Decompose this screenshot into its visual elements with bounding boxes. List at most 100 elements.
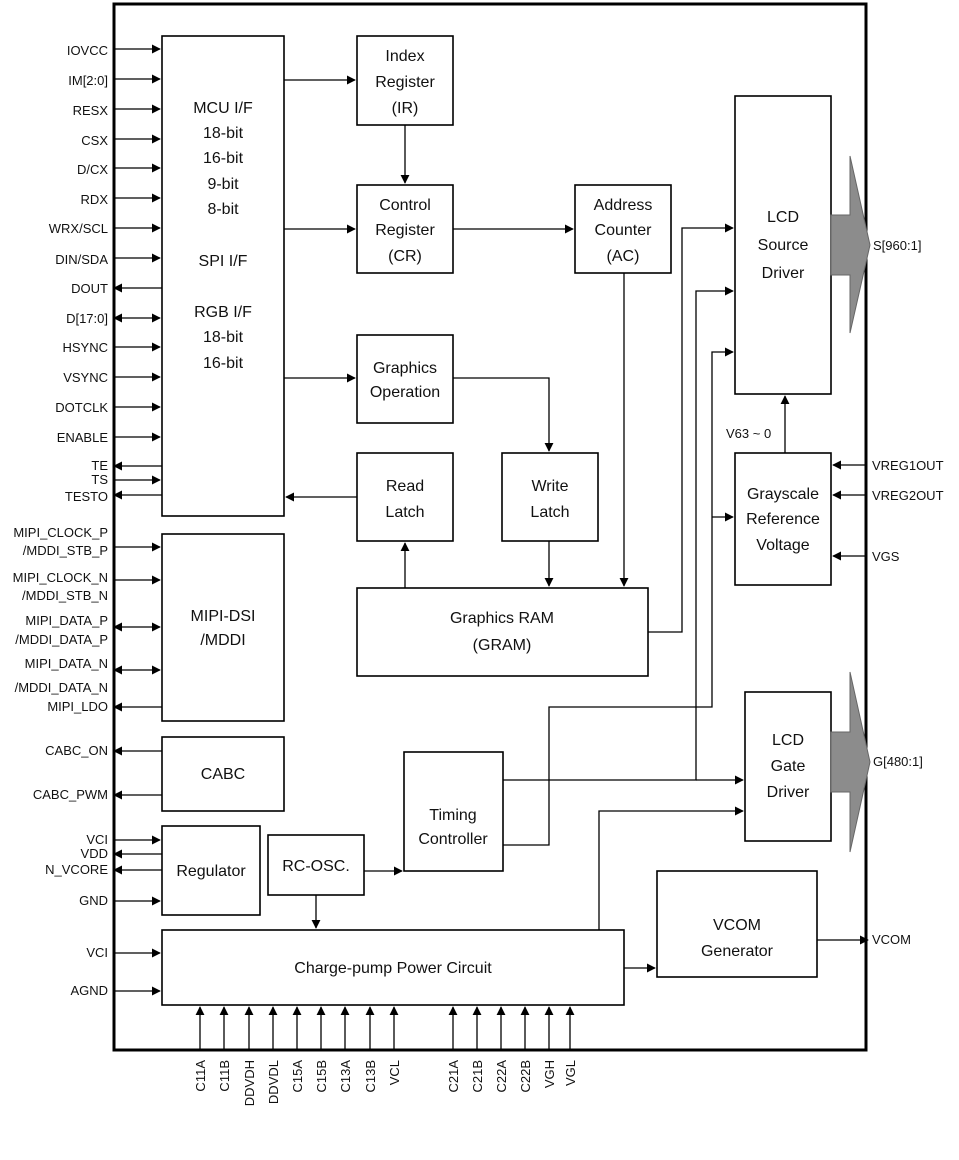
pin-d17: D[17:0] [66,311,108,326]
write-latch-line1: Write [531,478,568,495]
rgb-18bit: 18-bit [203,329,244,346]
graphics-operation-block [356,334,454,424]
pin-hsync: HSYNC [62,340,108,355]
address-counter-block [574,184,672,274]
pin-c13b: C13B [363,1060,378,1093]
gram-line2: (GRAM) [473,637,532,654]
charge-pump-block [161,929,625,1006]
pin-c22a: C22A [494,1060,509,1093]
pin-ts: TS [91,472,108,487]
timing-line1: Timing [429,807,476,824]
pin-vdd: VDD [81,846,108,861]
address-counter-line1: Address [594,197,653,214]
cabc-label: CABC [201,766,245,783]
pin-vcl: VCL [387,1060,402,1085]
lcd-gate-driver-block [744,691,832,842]
pin-dcx: D/CX [77,162,108,177]
pin-c21b: C21B [470,1060,485,1093]
right-pin-labels: S[960:1] G[480:1] VREG1OUT VREG2OUT VGS … [726,238,944,947]
pin-mipi-clock-n: MIPI_CLOCK_N [13,570,108,585]
vcom-gen-line1: VCOM [713,917,761,934]
charge-pump-label: Charge-pump Power Circuit [294,960,492,977]
pin-mddi-stb-n: /MDDI_STB_N [22,588,108,603]
pin-vgh: VGH [542,1060,557,1088]
pin-iovcc: IOVCC [67,43,108,58]
pin-vgl: VGL [563,1060,578,1086]
pin-wrx: WRX/SCL [49,221,108,236]
mcu-9bit: 9-bit [207,176,239,193]
mcu-8bit: 8-bit [207,201,239,218]
pin-rdx: RDX [81,192,109,207]
rc-osc-label: RC-OSC. [282,858,350,875]
spi-if-title: SPI I/F [199,253,248,270]
pin-mddi-stb-p: /MDDI_STB_P [23,543,108,558]
control-register-line1: Control [379,197,431,214]
control-register-line2: Register [375,222,435,239]
gate-driver-line1: LCD [772,732,804,749]
left-pin-wiring [113,44,162,996]
pin-din: DIN/SDA [55,252,108,267]
pin-ddvdl: DDVDL [266,1060,281,1104]
gate-output-bus [830,671,871,853]
pin-n-vcore: N_VCORE [45,862,108,877]
timing-controller-block [403,751,504,872]
pin-gnd: GND [79,893,108,908]
pin-c15b: C15B [314,1060,329,1093]
pin-dotclk: DOTCLK [55,400,108,415]
address-counter-line3: (AC) [607,248,640,265]
regulator-block [161,825,261,916]
index-register-block [356,35,454,126]
pin-mipi-data-n: MIPI_DATA_N [25,656,108,671]
regulator-label: Regulator [176,863,246,880]
pin-mddi-data-p: /MDDI_DATA_P [15,632,108,647]
internal-wiring [284,75,790,973]
rc-osc-block [267,834,365,896]
pin-c13a: C13A [338,1060,353,1093]
block-labels: MCU I/F 18-bit 16-bit 9-bit 8-bit SPI I/… [176,48,820,977]
pin-c15a: C15A [290,1060,305,1093]
pin-vsync: VSYNC [63,370,108,385]
pin-testo: TESTO [65,489,108,504]
mcu-16bit: 16-bit [203,150,244,167]
pin-resx: RESX [73,103,109,118]
pin-c11b: C11B [217,1060,232,1092]
pin-c22b: C22B [518,1060,533,1093]
pin-im: IM[2:0] [68,73,108,88]
rgb-16bit: 16-bit [203,355,244,372]
bottom-pin-wiring [195,1006,575,1050]
mipi-dsi-block [161,533,285,722]
left-pin-labels: IOVCC IM[2:0] RESX CSX D/CX RDX WRX/SCL … [13,43,109,998]
bottom-pin-labels: C11A C11B DDVDH DDVDL C15A C15B C13A C13… [193,1060,578,1107]
right-pin-wiring [817,460,869,945]
index-register-line3: (IR) [392,100,419,117]
address-counter-line2: Counter [595,222,653,239]
pin-agnd: AGND [70,983,108,998]
pin-c21a: C21A [446,1060,461,1093]
pin-te: TE [91,458,108,473]
pin-vci-regulator: VCI [86,832,108,847]
pin-dout: DOUT [71,281,108,296]
v63-label: V63 ~ 0 [726,426,771,441]
pin-vgs: VGS [872,549,900,564]
mipi-line2: /MDDI [200,632,245,649]
pin-source-output: S[960:1] [873,238,921,253]
chip-boundary [112,2,868,1052]
timing-line2: Controller [418,831,488,848]
pin-mipi-ldo: MIPI_LDO [47,699,108,714]
gram-line1: Graphics RAM [450,610,554,627]
pin-vci-pump: VCI [86,945,108,960]
pin-cabc-pwm: CABC_PWM [33,787,108,802]
pin-mipi-data-p: MIPI_DATA_P [25,613,108,628]
pin-ddvdh: DDVDH [242,1060,257,1106]
control-register-line3: (CR) [388,248,422,265]
grayscale-reference-block [734,452,832,586]
index-register-line1: Index [385,48,424,65]
vcom-gen-line2: Generator [701,943,774,960]
read-latch-line1: Read [386,478,424,495]
pin-c11a: C11A [193,1060,208,1092]
grayscale-line1: Grayscale [747,486,819,503]
cabc-block [161,736,285,812]
mcu-18bit: 18-bit [203,125,244,142]
lcd-source-driver-block [734,95,832,395]
